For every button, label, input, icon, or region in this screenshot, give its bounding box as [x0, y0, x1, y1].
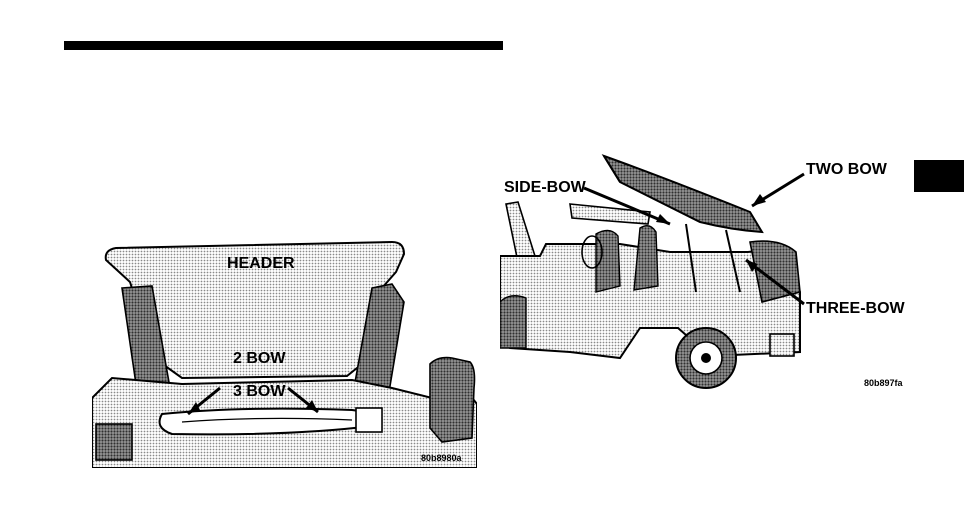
header-rule	[64, 41, 503, 50]
section-tab	[914, 160, 964, 192]
label-2-bow: 2 BOW	[233, 351, 285, 367]
label-three-bow: THREE-BOW	[806, 301, 905, 317]
label-side-bow: SIDE-BOW	[504, 180, 586, 196]
label-header: HEADER	[227, 256, 295, 272]
label-two-bow: TWO BOW	[806, 162, 887, 178]
figure-code-right: 80b897fa	[864, 379, 903, 388]
label-3-bow: 3 BOW	[233, 384, 285, 400]
figure-code-left: 80b8980a	[421, 454, 462, 463]
